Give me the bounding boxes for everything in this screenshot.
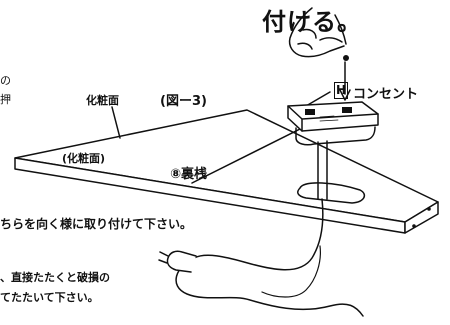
figure-label: (図ー3) [160, 94, 207, 109]
power-cable [175, 198, 364, 317]
leader-outlet [305, 91, 331, 107]
arrow-head [339, 89, 351, 101]
text-fragment-1: の [0, 74, 11, 87]
vertical-post [317, 140, 328, 200]
leader-makeup-top [111, 106, 121, 139]
instruction-note-1: ちらを向く様に取り付けて下さい。 [0, 217, 193, 231]
power-plug-icon [158, 250, 197, 273]
text-fragment-2: 押 [0, 93, 11, 106]
leader-back-rail [191, 123, 311, 184]
outlet-letter-box: H [334, 82, 348, 99]
board-slot [297, 182, 366, 204]
pointing-hand-icon [288, 7, 349, 61]
page-heading: 付ける。 [262, 8, 362, 36]
instruction-note-3: てたたいて下さい。 [0, 291, 99, 304]
label-makeup-surface-board: (化粧面) [62, 152, 106, 165]
label-back-rail: ⑧裏桟 [170, 167, 208, 182]
label-outlet: コンセント [353, 87, 419, 102]
label-makeup-surface: 化粧面 [86, 94, 119, 107]
instruction-note-2: 、直接たたくと破損の [0, 271, 110, 284]
